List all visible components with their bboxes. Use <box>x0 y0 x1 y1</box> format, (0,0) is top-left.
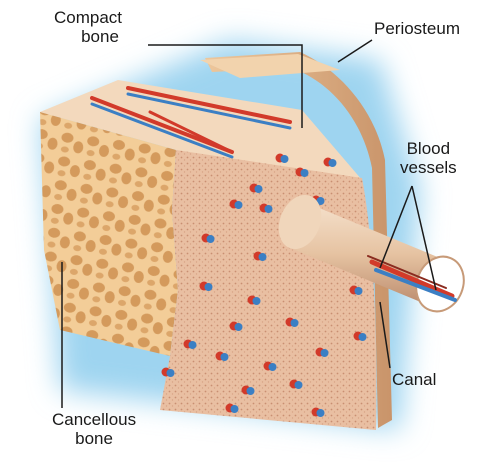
label-blood-vessels-line1: Blood <box>400 139 457 158</box>
label-canal: Canal <box>392 370 436 389</box>
label-compact-bone-line1: Compact <box>54 8 122 27</box>
label-blood-vessels-line2: vessels <box>400 158 457 177</box>
label-cancellous-bone-line1: Cancellous <box>52 410 136 429</box>
label-compact-bone-line2: bone <box>78 27 122 46</box>
label-compact-bone: Compact bone <box>54 8 122 46</box>
label-periosteum-line1: Periosteum <box>374 19 460 38</box>
label-periosteum: Periosteum <box>374 19 460 38</box>
cancellous-bone-region <box>40 112 178 356</box>
label-cancellous-bone-line2: bone <box>52 429 136 448</box>
label-cancellous-bone: Cancellous bone <box>52 410 136 448</box>
label-blood-vessels: Blood vessels <box>400 139 457 177</box>
label-canal-line1: Canal <box>392 370 436 389</box>
compact-bone-cut-face <box>160 150 376 430</box>
